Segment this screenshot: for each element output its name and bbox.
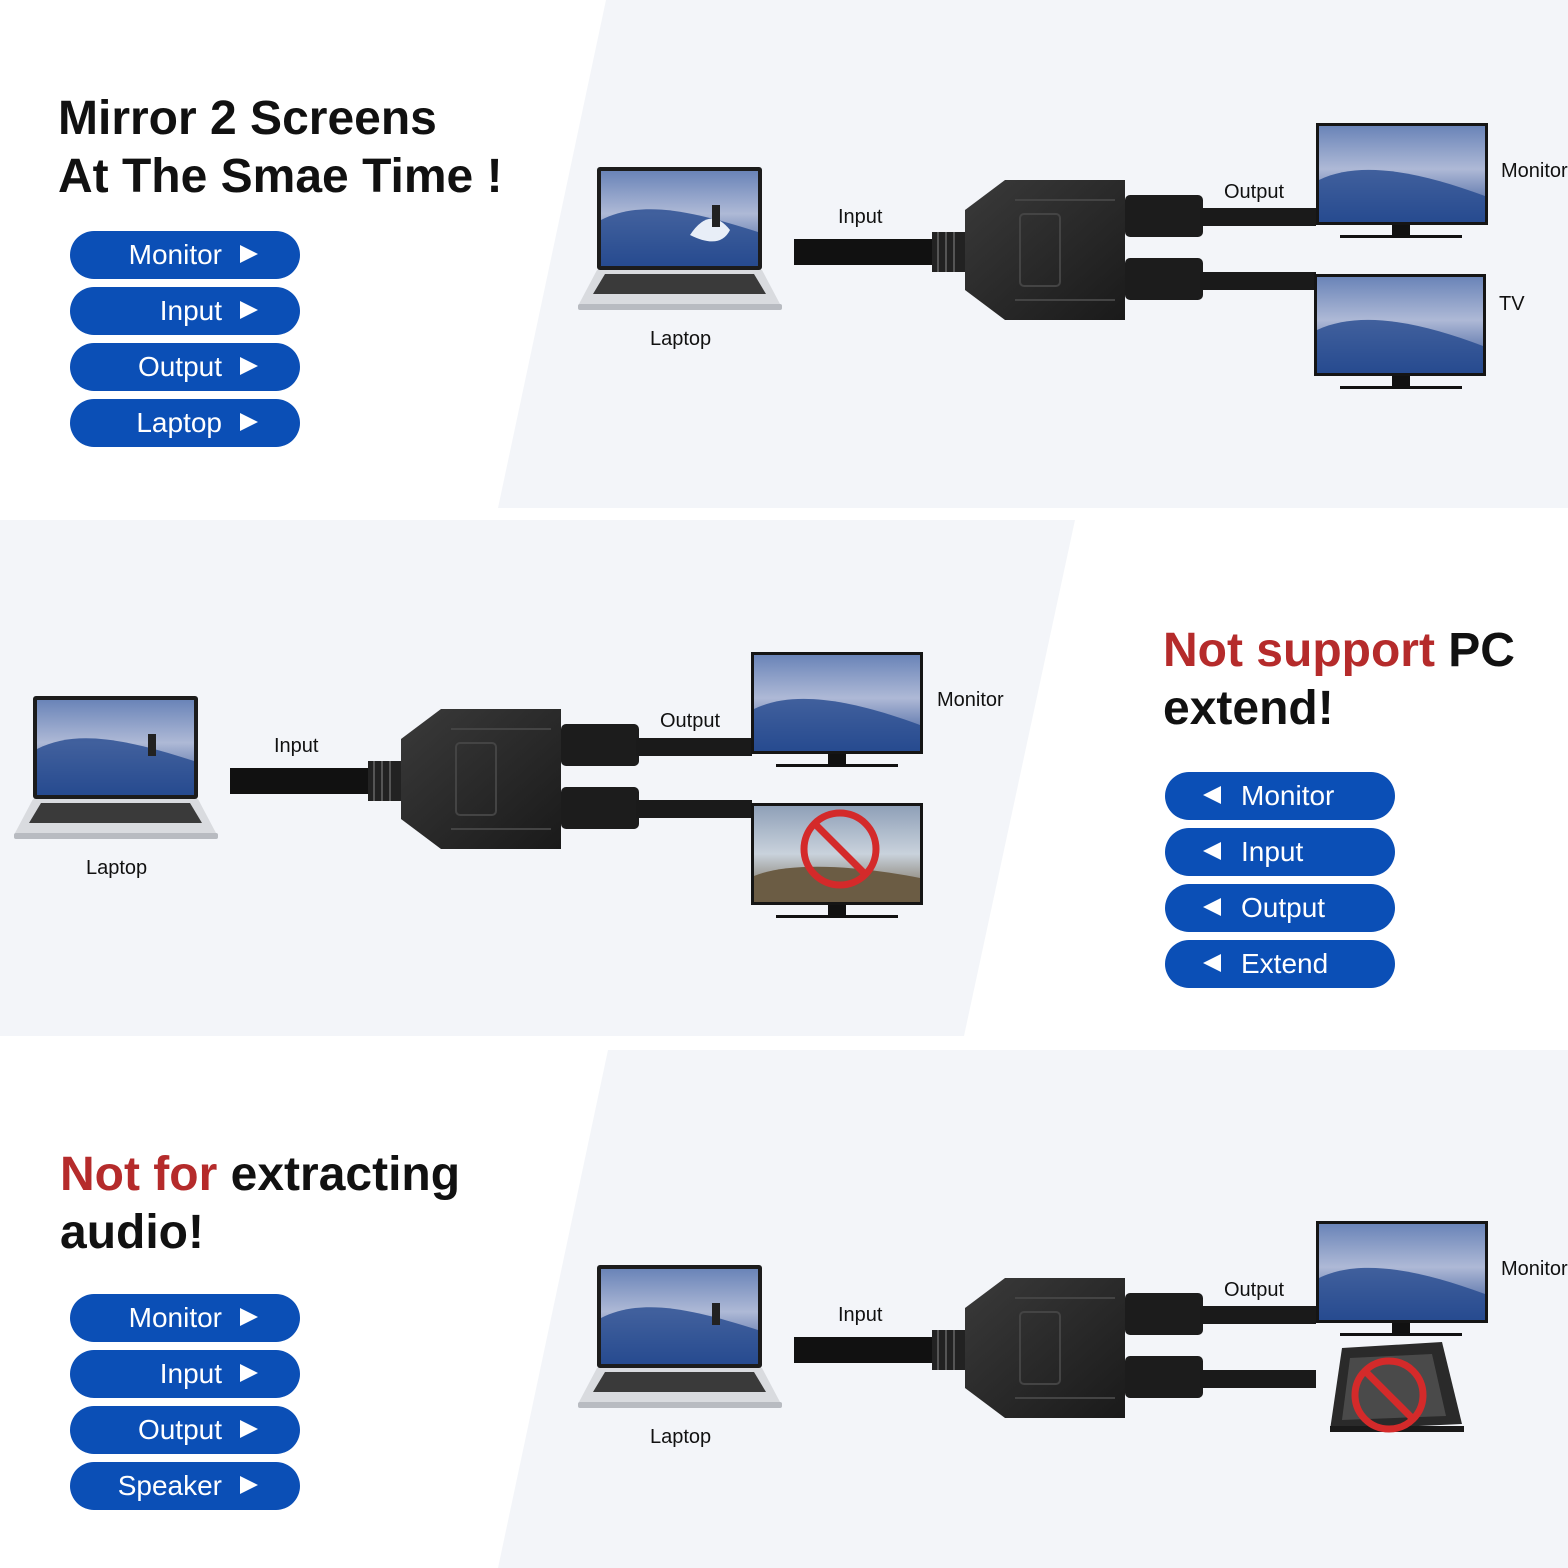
triangle-arrow-icon	[240, 301, 258, 319]
button-label: Monitor	[1241, 780, 1335, 811]
monitor-button[interactable]: Monitor	[70, 1294, 300, 1342]
headline-line-2: audio!	[60, 1206, 204, 1259]
output-cable-top	[636, 738, 752, 756]
mirror-headline: Mirror 2 Screens At The Smae Time !	[58, 90, 503, 206]
input-button[interactable]: Input	[70, 287, 300, 335]
laptop-label: Laptop	[86, 857, 148, 879]
triangle-arrow-icon	[240, 1420, 258, 1438]
monitor-icon	[751, 652, 923, 767]
triangle-arrow-icon	[240, 245, 258, 263]
audio-button-list: Monitor Input Output Speaker	[70, 1294, 300, 1518]
laptop-label: Laptop	[650, 328, 712, 350]
headline-line-1: Mirror 2 Screens	[58, 92, 437, 145]
tv-label: TV	[1499, 293, 1525, 315]
output-cable-bottom	[1200, 272, 1316, 290]
triangle-arrow-icon	[240, 1476, 258, 1494]
hdmi-splitter-icon	[965, 1278, 1203, 1418]
triangle-arrow-icon	[240, 1364, 258, 1382]
triangle-arrow-icon	[240, 1308, 258, 1326]
headline-line-2: At The Smae Time !	[58, 150, 503, 203]
speaker-button[interactable]: Speaker	[70, 1462, 300, 1510]
output-cable-top	[1200, 208, 1316, 226]
input-button[interactable]: Input	[1165, 828, 1395, 876]
hdmi-splitter-icon	[965, 180, 1203, 320]
output-cable-bottom	[1200, 1370, 1316, 1388]
output-button[interactable]: Output	[70, 343, 300, 391]
button-label: Laptop	[136, 407, 222, 438]
prohibited-icon	[800, 809, 880, 889]
output-label: Output	[660, 710, 721, 732]
extend-diagram	[14, 652, 923, 918]
prohibited-icon	[1351, 1357, 1427, 1433]
monitor-label: Monitor	[1501, 1258, 1568, 1280]
headline-red-text: Not for	[60, 1148, 218, 1201]
audio-headline: Not for extracting audio!	[60, 1146, 460, 1262]
mirror-diagram	[578, 123, 1488, 389]
button-label: Output	[137, 1414, 222, 1445]
monitor-button[interactable]: Monitor	[70, 231, 300, 279]
button-label: Output	[137, 351, 222, 382]
button-label: Input	[159, 295, 222, 326]
button-label: Output	[1241, 892, 1326, 923]
monitor-button[interactable]: Monitor	[1165, 772, 1395, 820]
input-label: Input	[838, 1304, 883, 1326]
button-label: Monitor	[128, 239, 222, 270]
input-cable	[230, 761, 404, 801]
monitor-icon	[1316, 123, 1488, 238]
triangle-arrow-icon	[1203, 954, 1221, 972]
monitor-label: Monitor	[937, 689, 1004, 711]
laptop-icon	[14, 696, 218, 839]
button-label: Extend	[1241, 948, 1329, 979]
button-label: Input	[1241, 836, 1304, 867]
output-cable-top	[1200, 1306, 1316, 1324]
input-cable	[794, 232, 968, 272]
output-cable-bottom	[636, 800, 752, 818]
output-button[interactable]: Output	[1165, 884, 1395, 932]
hdmi-splitter-icon	[401, 709, 639, 849]
extend-headline: Not support PC extend!	[1163, 622, 1515, 738]
extend-button[interactable]: Extend	[1165, 940, 1395, 988]
laptop-label: Laptop	[650, 1426, 712, 1448]
output-button[interactable]: Output	[70, 1406, 300, 1454]
output-label: Output	[1224, 1279, 1285, 1301]
headline-red-text: Not support	[1163, 624, 1435, 677]
audio-diagram	[578, 1221, 1488, 1433]
extended-monitor-icon	[751, 803, 923, 918]
input-label: Input	[274, 735, 319, 757]
button-label: Input	[159, 1358, 222, 1389]
headline-line-1: Not for extracting	[60, 1146, 460, 1204]
extend-button-list: Monitor Input Output Extend	[1165, 772, 1395, 996]
panel-audio: Not for extracting audio! Monitor Input …	[0, 1036, 1568, 1568]
tv-icon	[1314, 274, 1486, 389]
output-label: Output	[1224, 181, 1285, 203]
laptop-icon	[578, 1265, 782, 1408]
headline-black-text: extracting	[217, 1148, 461, 1201]
speaker-icon	[1330, 1342, 1464, 1432]
monitor-icon	[1316, 1221, 1488, 1336]
triangle-arrow-icon	[1203, 898, 1221, 916]
headline-line-2: extend!	[1163, 682, 1334, 735]
button-label: Speaker	[117, 1470, 222, 1501]
mirror-button-list: Monitor Input Output Laptop	[70, 231, 300, 455]
input-cable	[794, 1330, 968, 1370]
headline-line-1: Not support PC	[1163, 622, 1515, 680]
headline-black-text: PC	[1434, 624, 1515, 677]
input-label: Input	[838, 206, 883, 228]
panel-mirror: Mirror 2 Screens At The Smae Time ! Moni…	[0, 0, 1568, 516]
input-button[interactable]: Input	[70, 1350, 300, 1398]
triangle-arrow-icon	[1203, 842, 1221, 860]
button-label: Monitor	[128, 1302, 222, 1333]
triangle-arrow-icon	[240, 357, 258, 375]
panel-extend: Input Output Monitor Laptop Not support …	[0, 516, 1568, 1036]
laptop-icon	[578, 167, 782, 310]
laptop-button[interactable]: Laptop	[70, 399, 300, 447]
triangle-arrow-icon	[240, 413, 258, 431]
triangle-arrow-icon	[1203, 786, 1221, 804]
monitor-label: Monitor	[1501, 160, 1568, 182]
